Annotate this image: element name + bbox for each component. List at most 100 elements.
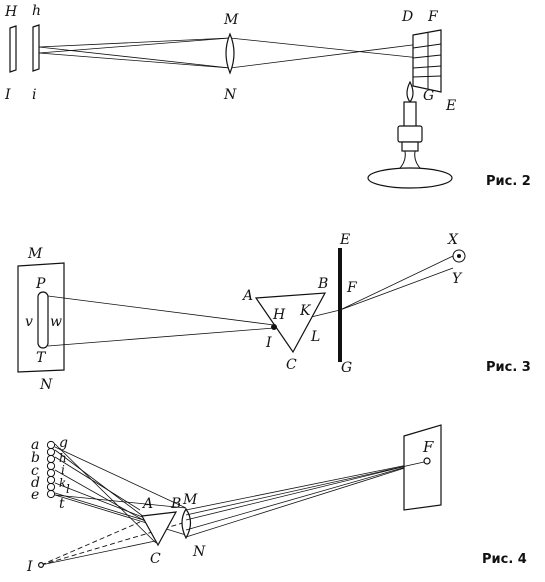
card-stripe — [412, 65, 442, 69]
ray — [47, 327, 275, 347]
label-g: g — [59, 435, 68, 451]
ray — [185, 460, 428, 521]
ray — [54, 494, 187, 509]
card-stripe — [412, 54, 442, 59]
label-h: h — [59, 451, 67, 465]
ray — [54, 446, 187, 509]
label-F: F — [422, 438, 434, 456]
label-N: N — [223, 87, 237, 103]
label-h: h — [32, 3, 41, 19]
label-K: K — [299, 303, 312, 319]
spectrum-circle — [46, 475, 56, 485]
spectrum-circle — [46, 454, 56, 464]
figure-3: M N P T v w A B C H I K L E F G X Y Рис.… — [17, 232, 531, 393]
prism-abc — [141, 511, 178, 547]
figure-2: H h I i M N D F G E Рис. 2 — [4, 3, 531, 189]
label-F: F — [346, 280, 358, 296]
label-H: H — [4, 4, 18, 20]
label-Y: Y — [452, 271, 463, 287]
label-E: E — [339, 232, 350, 248]
spectrum-circle — [46, 482, 56, 492]
candle-base — [367, 167, 453, 189]
label-v: v — [25, 314, 33, 330]
ray — [40, 539, 161, 566]
ray — [47, 295, 275, 326]
caption-fig-4: Рис. 4 — [482, 552, 527, 567]
ray — [185, 460, 428, 531]
ray — [54, 449, 149, 521]
label-B: B — [317, 276, 328, 292]
spectrum-circle — [46, 461, 56, 471]
label-N: N — [39, 377, 53, 393]
spectrum-circle — [46, 447, 56, 457]
label-F: F — [427, 9, 439, 25]
striped-card — [412, 29, 442, 93]
label-l: l — [66, 482, 70, 496]
label-i: i — [61, 463, 65, 477]
label-C: C — [150, 551, 161, 567]
label-C: C — [286, 357, 297, 373]
card-stripe — [412, 75, 442, 78]
label-M: M — [223, 12, 239, 28]
label-I: I — [26, 559, 33, 575]
label-a: a — [31, 437, 39, 453]
ray — [339, 255, 454, 311]
spectrum-column — [46, 440, 56, 499]
label-D: D — [401, 9, 413, 25]
label-A: A — [141, 496, 153, 512]
label-P: P — [35, 276, 46, 292]
screen-f — [403, 424, 442, 511]
spectrum-circle — [46, 489, 56, 499]
label-H: H — [272, 307, 286, 323]
label-t: t — [59, 496, 65, 512]
label-T: T — [36, 350, 47, 366]
eye-pupil — [457, 254, 461, 258]
ray — [38, 52, 231, 69]
label-k: k — [59, 476, 66, 490]
label-i: i — [32, 87, 36, 103]
refraction-point — [271, 324, 277, 330]
card-stripe — [412, 43, 442, 49]
label-w: w — [50, 314, 62, 330]
label-X: X — [447, 232, 459, 248]
label-N: N — [192, 544, 206, 560]
candle-body — [403, 101, 417, 129]
ray — [38, 46, 231, 69]
label-L: L — [310, 329, 320, 345]
label-d: d — [31, 475, 40, 491]
ray — [339, 267, 454, 311]
spectrum-circle — [46, 440, 56, 450]
dashed-ray — [40, 521, 141, 566]
ray — [54, 456, 141, 511]
label-b: b — [31, 450, 40, 466]
ray — [54, 482, 146, 519]
ray — [54, 469, 153, 526]
label-e: e — [31, 487, 39, 503]
label-G: G — [423, 88, 434, 104]
spectrum-circle — [46, 468, 56, 478]
ray — [229, 37, 421, 59]
candle-flame — [406, 80, 414, 104]
candle-holder — [397, 125, 423, 143]
label-E: E — [445, 98, 456, 114]
label-I: I — [4, 87, 11, 103]
lens-mn — [181, 507, 192, 540]
lens-mn — [225, 32, 235, 75]
figure-4: a b c d e g h i k l t A B C M N F I Рис.… — [26, 424, 527, 575]
label-B: B — [170, 496, 181, 512]
label-I: I — [265, 335, 272, 351]
candle-socket — [401, 141, 419, 152]
caption-fig-3: Рис. 3 — [486, 360, 531, 375]
label-G: G — [341, 360, 352, 376]
caption-fig-2: Рис. 2 — [486, 174, 531, 189]
label-M: M — [182, 492, 198, 508]
focus-point-F — [423, 457, 431, 465]
ray — [185, 460, 428, 538]
dashed-ray — [40, 521, 187, 566]
ray — [185, 461, 425, 516]
label-c: c — [31, 463, 39, 479]
eye — [452, 249, 466, 263]
screen-hi-small-plate — [32, 24, 40, 72]
